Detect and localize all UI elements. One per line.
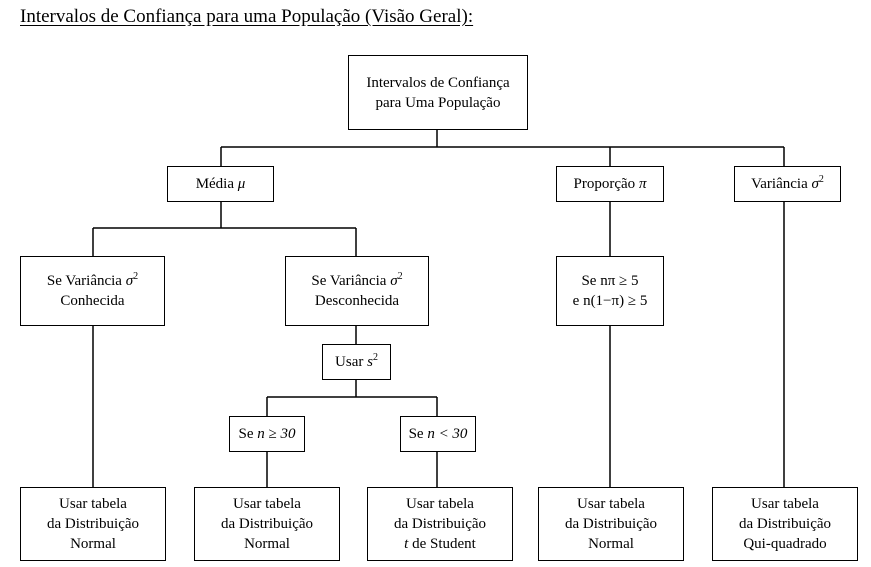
leaf-t-student: Usar tabela da Distribuição t de Student [367,487,513,561]
leaf-line: Normal [70,536,116,552]
n-ge-30-expr: n ≥ 30 [257,426,296,442]
n-ge-30-prefix: Se [238,426,258,442]
leaf-line: de Student [408,536,476,552]
sigma-symbol: σ [125,273,134,289]
proporcao-label: Proporção [573,176,639,192]
conhecida-line1: Se Variância [46,273,126,289]
superscript: 2 [133,271,139,282]
sigma-symbol: σ [811,176,819,192]
mu-symbol: μ [237,176,246,192]
leaf-line: Usar tabela [751,496,819,512]
leaf-line: Qui-quadrado [743,536,827,552]
leaf-line: Normal [588,536,634,552]
root-line2: para Uma População [375,94,501,111]
leaf-normal-n-ge-30: Usar tabela da Distribuição Normal [194,487,340,561]
media-label: Média [195,176,238,192]
root-line1: Intervalos de Confiança [366,74,510,91]
t-symbol: t [404,536,409,552]
leaf-line: Usar tabela [233,496,301,512]
leaf-qui-quadrado: Usar tabela da Distribuição Qui-quadrado [712,487,858,561]
conhecida-line2: Conhecida [60,293,125,309]
superscript: 2 [397,271,403,282]
superscript: 2 [818,174,824,185]
desconhecida-node: Se Variância σ2 Desconhecida [285,256,429,326]
desconhecida-line2: Desconhecida [314,293,400,309]
usar-s2-node: Usar s2 [322,344,391,380]
leaf-line: Normal [244,536,290,552]
page-title: Intervalos de Confiança para uma Populaç… [20,6,474,27]
leaf-normal-proportion: Usar tabela da Distribuição Normal [538,487,684,561]
variancia-node: Variância σ2 [734,166,841,202]
usar-label: Usar [335,354,368,370]
n-lt-30-expr: n < 30 [427,426,468,442]
variancia-label: Variância [751,176,812,192]
media-node: Média μ [167,166,274,202]
pi-symbol: π [638,176,647,192]
conhecida-node: Se Variância σ2 Conhecida [20,256,165,326]
n-lt-30-node: Se n < 30 [400,416,476,452]
leaf-line: da Distribuição [738,516,832,532]
leaf-line: da Distribuição [46,516,140,532]
leaf-line: Usar tabela [59,496,127,512]
prop-cond-line1: Se nπ ≥ 5 [581,273,639,289]
desconhecida-line1: Se Variância [311,273,391,289]
n-lt-30-prefix: Se [408,426,428,442]
sigma-symbol: σ [390,273,398,289]
leaf-line: Usar tabela [406,496,474,512]
leaf-line: Usar tabela [577,496,645,512]
leaf-line: da Distribuição [220,516,314,532]
proporcao-node: Proporção π [556,166,664,202]
s-symbol: s [367,354,373,370]
n-ge-30-node: Se n ≥ 30 [229,416,305,452]
root-node: Intervalos de Confiança para Uma Populaç… [348,55,528,130]
proportion-condition-node: Se nπ ≥ 5 e n(1−π) ≥ 5 [556,256,664,326]
leaf-line: da Distribuição [393,516,487,532]
leaf-line: da Distribuição [564,516,658,532]
prop-cond-line2: e n(1−π) ≥ 5 [572,293,648,309]
superscript: 2 [372,352,378,363]
leaf-normal-known: Usar tabela da Distribuição Normal [20,487,166,561]
